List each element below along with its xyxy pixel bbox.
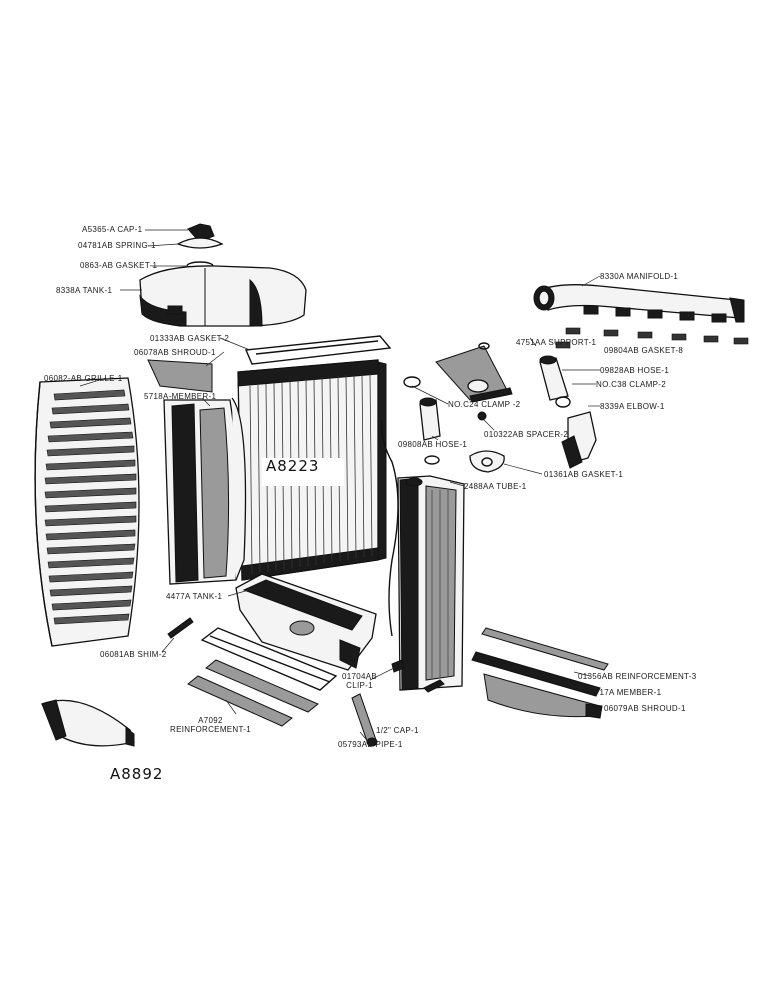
drain-clip xyxy=(391,659,405,673)
lower-hose xyxy=(419,397,441,441)
bottom-tank xyxy=(235,573,377,671)
label-shroud-left: 06078AB SHROUD-1 xyxy=(134,348,216,357)
support-bracket xyxy=(435,342,513,403)
spacer xyxy=(477,411,487,421)
pipe-cap xyxy=(366,737,378,747)
core-gasket-top xyxy=(244,335,392,365)
label-tank-bottom: 4477A TANK-1 xyxy=(166,592,223,601)
label-reinforcement-right: 01356AB REINFORCEMENT-3 xyxy=(578,672,697,681)
label-gasket-core: 01333AB GASKET-2 xyxy=(150,334,230,343)
label-gasket-manifold: 09804AB GASKET-8 xyxy=(604,346,684,355)
radiator-cap xyxy=(176,223,224,249)
top-tank xyxy=(139,265,307,327)
bottom-panel xyxy=(41,699,135,747)
label-core-ref: A8223 xyxy=(266,457,320,475)
label-member-left: 5718A-MEMBER-1 xyxy=(144,392,217,401)
label-shim: 06081AB SHIM-2 xyxy=(100,650,167,659)
label-clamp-c38: NO.C38 CLAMP-2 xyxy=(596,380,666,389)
water-manifold xyxy=(533,284,745,323)
manifold-gaskets xyxy=(555,327,749,349)
small-strip xyxy=(423,679,445,693)
clamp-c24-ring xyxy=(403,376,421,388)
lower-hose-clamp xyxy=(424,455,440,465)
right-shroud xyxy=(483,673,603,719)
right-member xyxy=(397,475,465,691)
left-member xyxy=(163,397,247,585)
label-reinforcement-bottom: A7092 REINFORCEMENT-1 xyxy=(170,716,251,734)
clamp-c38-ring xyxy=(555,396,571,408)
label-gasket-cap: 0863-AB GASKET-1 xyxy=(80,261,158,270)
label-clip-code: 01704AB xyxy=(342,672,378,681)
label-spacer: 010322AB SPACER-2 xyxy=(484,430,569,439)
label-hose-upper: 09828AB HOSE-1 xyxy=(600,366,670,375)
bottom-gaskets xyxy=(187,627,338,727)
label-pipe: 05793AB PIPE-1 xyxy=(338,740,403,749)
label-support: 4751AA SUPPORT-1 xyxy=(516,338,597,347)
right-reinforcements xyxy=(471,627,609,697)
radiator-core xyxy=(237,359,387,581)
grille xyxy=(34,377,140,647)
label-tube: 2488AA TUBE-1 xyxy=(464,482,527,491)
label-manifold: 8330A MANIFOLD-1 xyxy=(600,272,679,281)
shim xyxy=(167,617,194,639)
elbow-gasket xyxy=(469,450,505,473)
label-shroud-right: 06079AB SHROUD-1 xyxy=(604,704,686,713)
left-shroud-top xyxy=(147,359,213,393)
upper-hose xyxy=(539,355,569,401)
label-figure-ref: A8892 xyxy=(110,765,164,783)
leader-lines xyxy=(79,229,601,745)
label-hose-lower: 09808AB HOSE-1 xyxy=(398,440,468,449)
label-reinforcement-bottom-name: REINFORCEMENT-1 xyxy=(170,725,251,734)
label-member-right: 5717A MEMBER-1 xyxy=(590,688,662,697)
label-reinforcement-bottom-code: A7092 xyxy=(198,716,223,725)
label-cap: A5365-A CAP-1 xyxy=(82,225,143,234)
outlet-elbow xyxy=(561,411,597,469)
label-clamp-c24: NO.C24 CLAMP -2 xyxy=(448,400,521,409)
label-spring: 04781AB SPRING-1 xyxy=(78,241,156,250)
label-gasket-elbow: 01361AB GASKET-1 xyxy=(544,470,624,479)
label-cap-small: 1/2" CAP-1 xyxy=(376,726,419,735)
label-tank-top: 8338A TANK-1 xyxy=(56,286,113,295)
label-grille: 06082-AB GRILLE-1 xyxy=(44,374,123,383)
label-clip: 01704AB CLIP-1 xyxy=(342,672,377,690)
label-clip-name: CLIP-1 xyxy=(346,681,373,690)
label-elbow: 8339A ELBOW-1 xyxy=(600,402,665,411)
